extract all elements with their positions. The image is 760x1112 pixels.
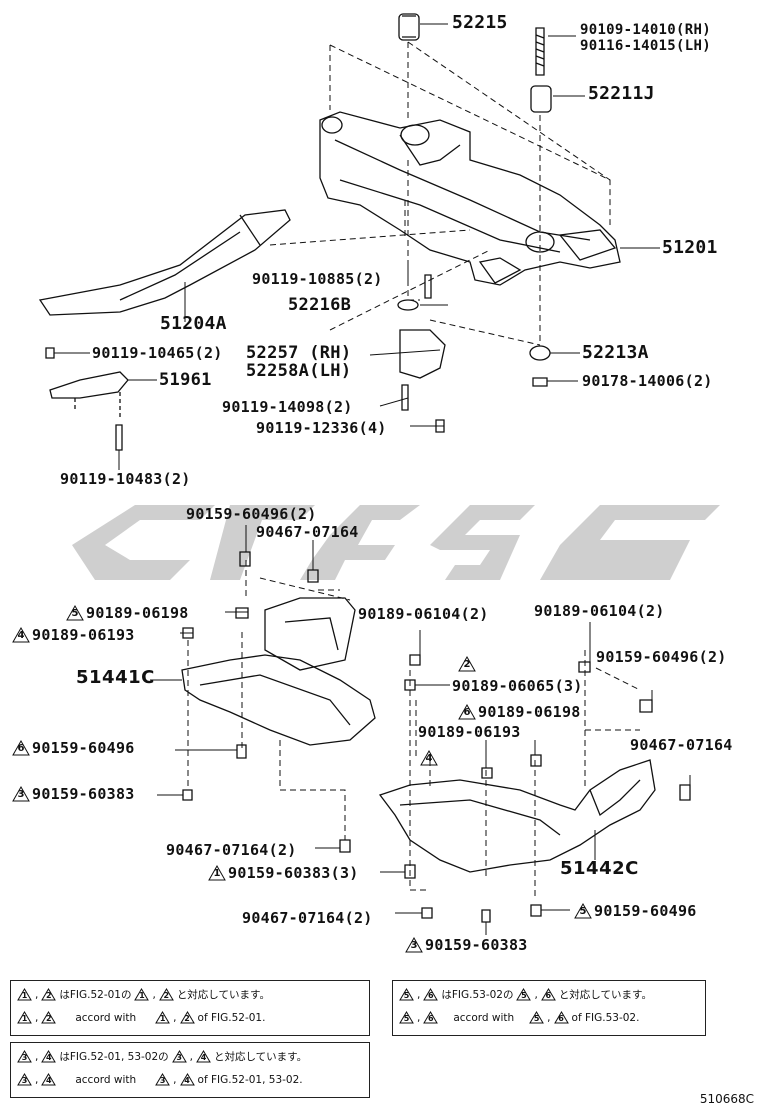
note-box-1-2: 1, 2 はFIG.52-01の 1, 2 と対応しています。 1, 2 acc… xyxy=(10,980,370,1036)
note-2-jp-text-b: と対応しています。 xyxy=(558,989,652,1001)
label-90467-b: 90467-07164 xyxy=(630,736,733,754)
label-90467-d: 90467-07164(2) xyxy=(242,909,373,927)
bracket-52257 xyxy=(399,329,446,379)
label-90159-60496-a: 90159-60496(2) xyxy=(186,505,317,523)
bolt-90109 xyxy=(535,27,545,76)
label-90189-06193-b: 90189-06193 xyxy=(418,723,521,741)
label-51204A: 51204A xyxy=(160,313,227,334)
label-51441C: 51441C xyxy=(76,667,155,688)
label-90189-06065: 90189-06065(3) xyxy=(452,677,583,695)
marker-1-a: 1 xyxy=(208,865,226,881)
note-box-5-6: 5, 6 はFIG.53-02の 5, 6 と対応しています。 5, 6 acc… xyxy=(392,980,706,1036)
under-cover-51441C xyxy=(181,654,376,746)
label-90159-60383-a: 90159-60383 xyxy=(32,785,135,803)
label-90159-60383-c: 90159-60383 xyxy=(425,936,528,954)
marker-2-a: 2 xyxy=(458,656,476,672)
label-90467-c: 90467-07164(2) xyxy=(166,841,297,859)
label-90189-06198-a: 90189-06198 xyxy=(86,604,189,622)
label-90189-06104-a: 90189-06104(2) xyxy=(358,605,489,623)
label-90119-14098: 90119-14098(2) xyxy=(222,398,353,416)
note-2-en-text-a: accord with xyxy=(453,1011,515,1024)
label-52215: 52215 xyxy=(452,12,508,33)
nut-90178 xyxy=(532,377,548,387)
label-52257: 52257 (RH) xyxy=(246,343,352,363)
marker-4-a: 4 xyxy=(12,627,30,643)
label-52213A: 52213A xyxy=(582,342,649,363)
label-90178: 90178-14006(2) xyxy=(582,372,713,390)
under-cover-51442C xyxy=(378,759,656,873)
label-52216B: 52216B xyxy=(288,295,352,315)
label-52258A: 52258A(LH) xyxy=(246,361,352,381)
note-3-en-text-b: of FIG.52-01, 53-02. xyxy=(197,1073,303,1086)
label-90189-06104-b: 90189-06104(2) xyxy=(534,602,665,620)
note-3-en-text-a: accord with xyxy=(75,1073,137,1086)
label-90116: 90116-14015(LH) xyxy=(580,38,711,54)
bushing-52213A xyxy=(529,345,551,361)
label-90467-a: 90467-07164 xyxy=(256,523,359,541)
label-90189-06193-a: 90189-06193 xyxy=(32,626,135,644)
note-3-jp-text-b: と対応しています。 xyxy=(214,1051,308,1063)
note-1-jp-text-b: と対応しています。 xyxy=(176,989,270,1001)
note-1-en-text-a: accord with xyxy=(75,1011,137,1024)
label-51442C: 51442C xyxy=(560,858,639,879)
label-90159-60383-b: 90159-60383(3) xyxy=(228,864,359,882)
label-90119-10885: 90119-10885(2) xyxy=(252,270,383,288)
bracket-51961 xyxy=(49,371,129,399)
marker-6-b: 6 xyxy=(12,740,30,756)
label-90159-60496-b: 90159-60496(2) xyxy=(596,648,727,666)
bushing-52215 xyxy=(398,13,420,41)
note-3-jp-text-a: はFIG.52-01, 53-02の xyxy=(59,1051,169,1063)
marker-4-b: 4 xyxy=(420,750,438,766)
label-52211J: 52211J xyxy=(588,83,655,104)
marker-5-a: 5 xyxy=(66,605,84,621)
note-2-en-text-b: of FIG.53-02. xyxy=(571,1011,640,1024)
marker-5-b: 5 xyxy=(574,903,592,919)
note-marker-2: 2 xyxy=(41,988,57,1001)
note-1-en-text-b: of FIG.52-01. xyxy=(197,1011,266,1024)
crossmember-51201 xyxy=(319,111,621,286)
watermark-logo xyxy=(72,505,720,580)
note-box-3-4: 3, 4 はFIG.52-01, 53-02の 3, 4 と対応しています。 3… xyxy=(10,1042,370,1098)
label-90119-12336: 90119-12336(4) xyxy=(256,419,387,437)
label-90119-10465: 90119-10465(2) xyxy=(92,344,223,362)
label-90159-60496-d: 90159-60496 xyxy=(594,902,697,920)
label-90119-10483: 90119-10483(2) xyxy=(60,470,191,488)
marker-6-a: 6 xyxy=(458,704,476,720)
marker-3-b: 3 xyxy=(405,937,423,953)
label-90189-06198-b: 90189-06198 xyxy=(478,703,581,721)
marker-3-a: 3 xyxy=(12,786,30,802)
brace-51204A xyxy=(38,209,291,316)
bushing-52211J xyxy=(530,85,552,113)
note-marker-1: 1 xyxy=(17,988,32,1001)
label-90159-60496-c: 90159-60496 xyxy=(32,739,135,757)
label-90109: 90109-14010(RH) xyxy=(580,22,711,38)
note-1-jp-text-a: はFIG.52-01の xyxy=(59,989,132,1001)
line-art xyxy=(38,13,691,935)
label-51201: 51201 xyxy=(662,237,718,258)
note-2-jp-text-a: はFIG.53-02の xyxy=(441,989,514,1001)
label-51961: 51961 xyxy=(159,370,212,390)
figure-code: 510668C xyxy=(699,1092,754,1106)
